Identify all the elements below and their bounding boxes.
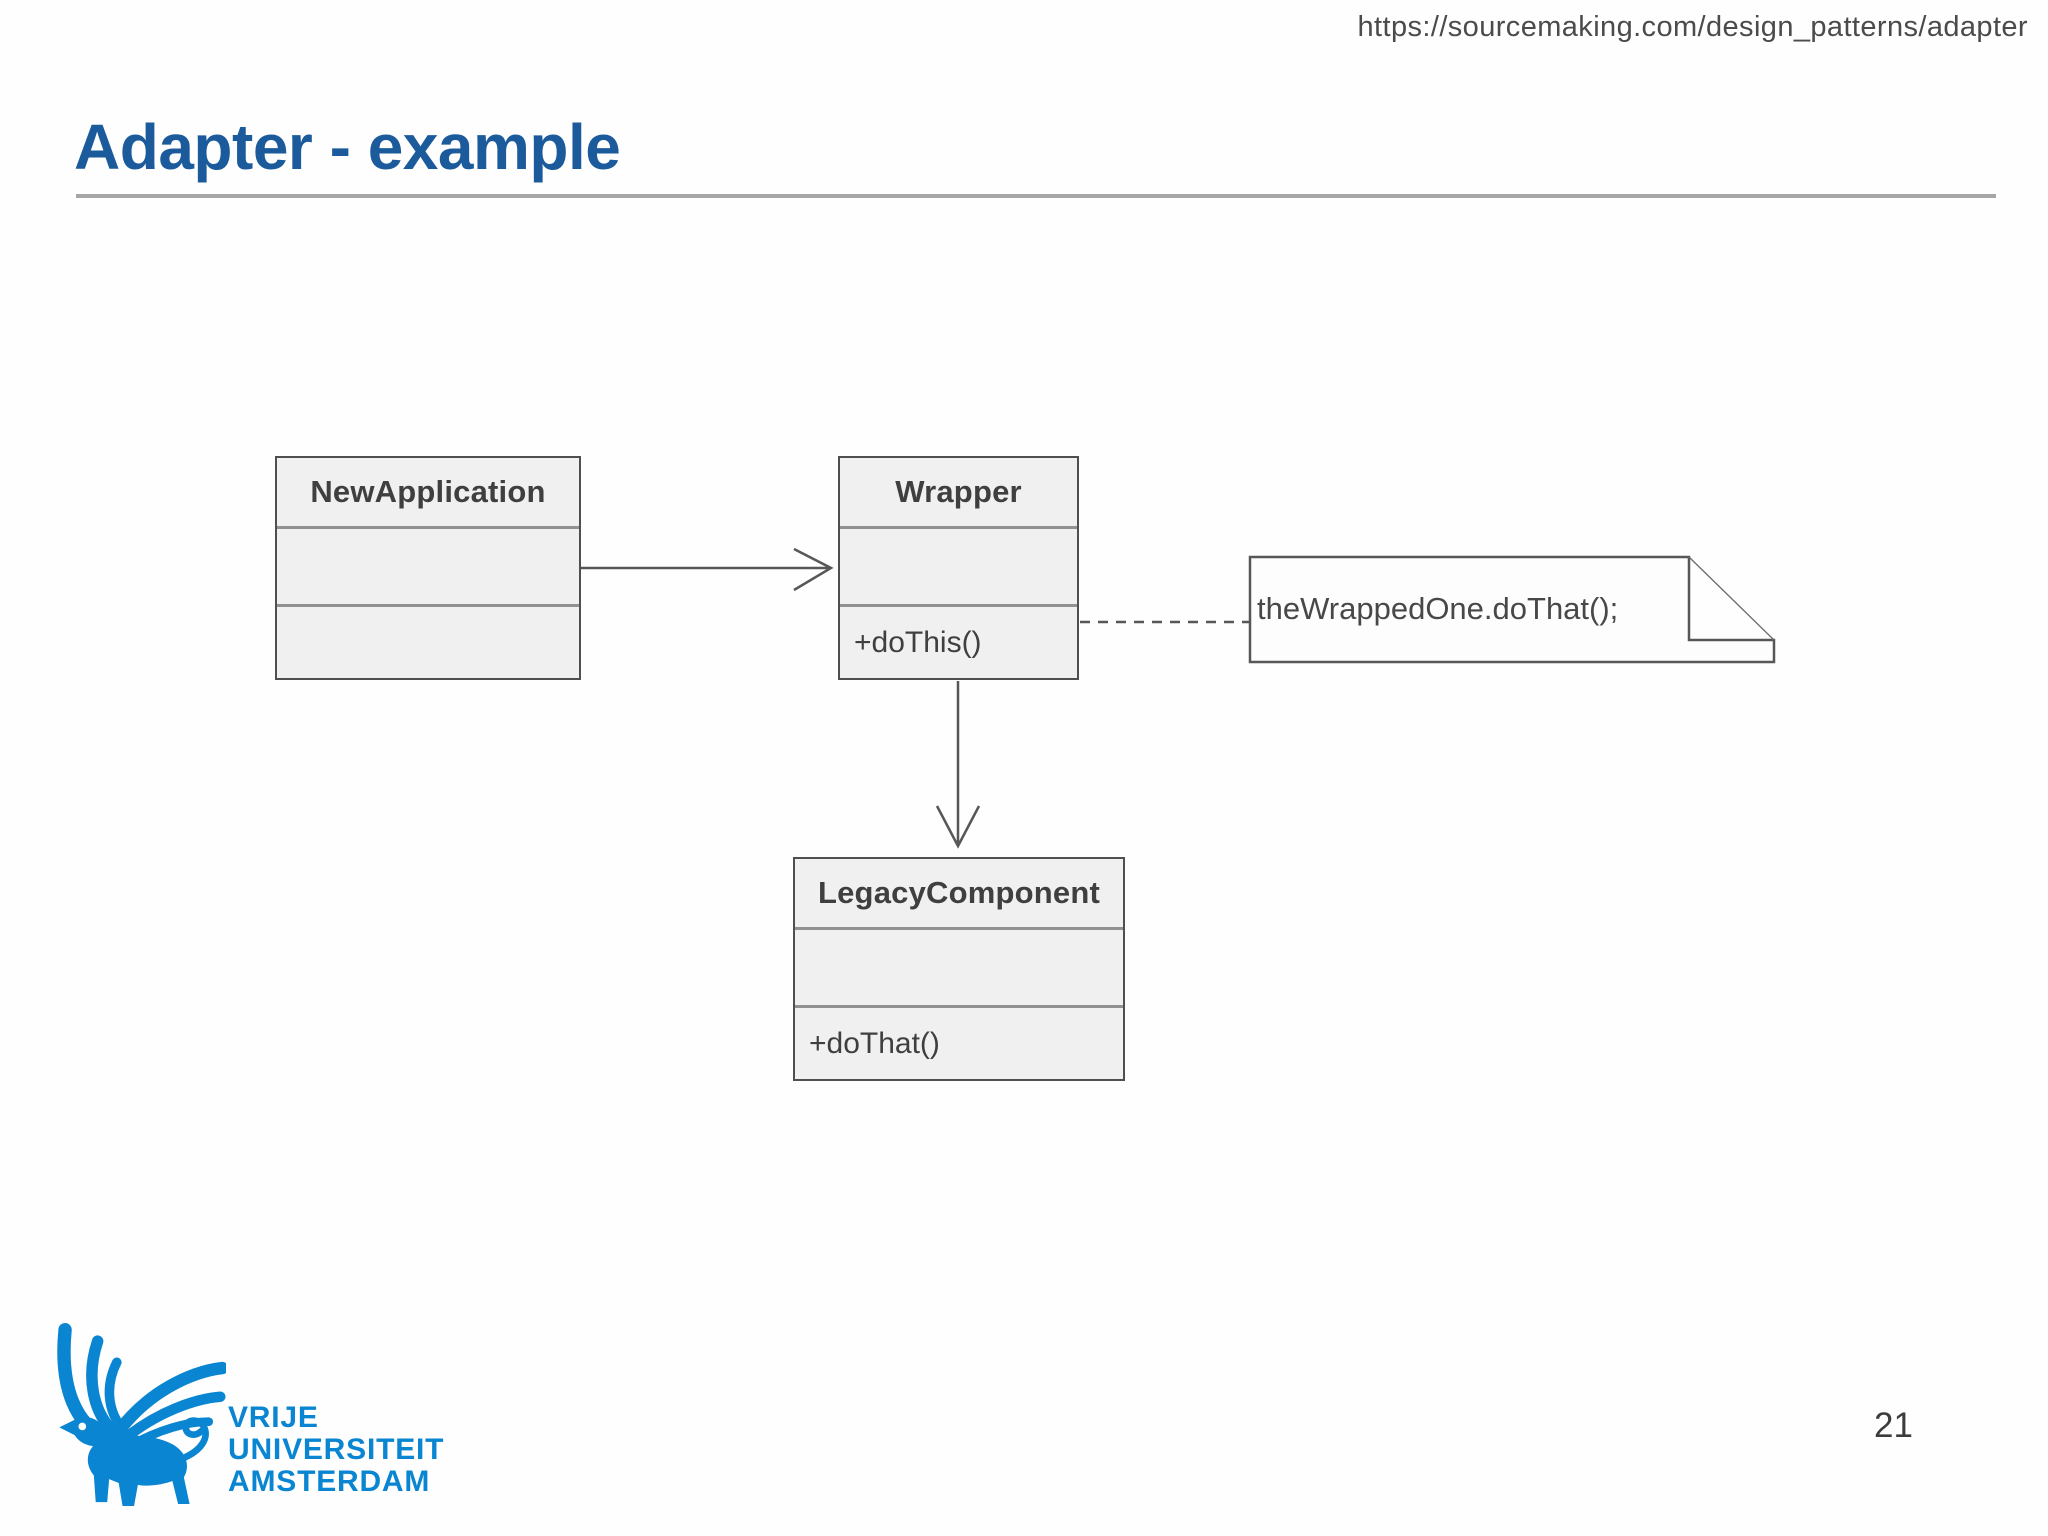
methods-compartment: [277, 607, 579, 678]
vu-griffin-logo-icon: [57, 1323, 226, 1506]
compartment-separator: [277, 604, 579, 607]
compartment-separator: [277, 526, 579, 529]
class-name-label: Wrapper: [895, 474, 1022, 509]
vu-wordmark-line-3: AMSTERDAM: [228, 1465, 431, 1498]
uml-class-newapplication: NewApplication: [275, 456, 581, 680]
vu-wordmark: VRIJE UNIVERSITEIT AMSTERDAM: [228, 1402, 444, 1498]
title-underline: [76, 194, 1996, 198]
source-url-text: https://sourcemaking.com/design_patterns…: [1357, 11, 2028, 43]
compartment-separator: [795, 1005, 1123, 1008]
compartment-separator: [840, 604, 1077, 607]
vu-wordmark-line-2: UNIVERSITEIT: [228, 1433, 445, 1466]
class-name-label: NewApplication: [310, 474, 546, 509]
methods-compartment: +doThat(): [809, 1026, 940, 1060]
uml-class-wrapper: Wrapper +doThis(): [838, 456, 1079, 680]
page-number: 21: [1874, 1406, 1913, 1445]
note-fold-diagonal: [1688, 556, 1775, 641]
open-arrowhead-down-icon: [935, 805, 981, 849]
compartment-separator: [840, 526, 1077, 529]
uml-class-legacycomponent: LegacyComponent +doThat(): [793, 857, 1125, 1081]
open-arrowhead-right-icon: [793, 547, 834, 592]
page-title: Adapter - example: [74, 111, 621, 183]
vu-wordmark-line-1: VRIJE: [228, 1401, 319, 1434]
attributes-compartment: [795, 930, 1123, 1005]
attributes-compartment: [277, 529, 579, 604]
compartment-separator: [795, 927, 1123, 930]
uml-note-text: theWrappedOne.doThat();: [1257, 591, 1619, 626]
methods-compartment: +doThis(): [854, 625, 982, 659]
attributes-compartment: [840, 529, 1077, 604]
class-name-label: LegacyComponent: [817, 875, 1101, 910]
